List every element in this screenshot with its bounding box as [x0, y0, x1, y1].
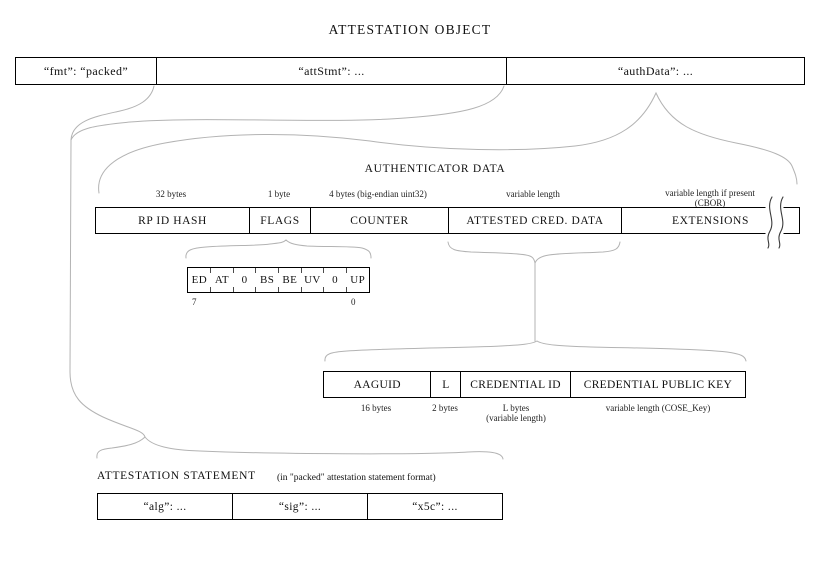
- attestation-statement-note: (in "packed" attestation statement forma…: [277, 473, 436, 483]
- attestation-object-row: “fmt”: “packed” “attStmt”: ... “authData…: [15, 57, 805, 85]
- cell-x5c: “x5c”: ...: [367, 494, 502, 519]
- brace-authdata: [98, 91, 798, 194]
- cell-fmt: “fmt”: “packed”: [43, 63, 129, 78]
- attestation-statement-row: “alg”: ... “sig”: ... “x5c”: ...: [97, 493, 503, 520]
- authenticator-data-row: RP ID HASH FLAGS COUNTER ATTESTED CRED. …: [95, 207, 800, 234]
- cell-sig: “sig”: ...: [232, 494, 367, 519]
- cell-aaguid: AAGUID: [353, 378, 401, 391]
- bit-up: UP: [345, 268, 369, 292]
- diagram-title: ATTESTATION OBJECT: [328, 22, 492, 37]
- authenticator-data-heading: AUTHENTICATOR DATA: [364, 163, 506, 175]
- size-label-credential-public-key: variable length (COSE_Key): [605, 403, 711, 413]
- cell-attested-cred-data: ATTESTED CRED. DATA: [448, 208, 621, 233]
- cell-extensions: EXTENSIONS: [621, 208, 799, 233]
- flags-bit-row: ED AT 0 BS BE UV 0 UP: [187, 267, 370, 293]
- connector-attstmt-left: [69, 85, 155, 438]
- size-label-extensions: variable length if present (CBOR): [665, 188, 755, 208]
- bit-at: AT: [210, 268, 234, 292]
- bit-uv: UV: [300, 268, 324, 292]
- size-label-counter: 4 bytes (big-endian uint32): [329, 189, 427, 199]
- connector-attstmt-right: [70, 85, 505, 141]
- size-label-attestedcred: variable length: [506, 189, 560, 199]
- size-label-aaguid: 16 bytes: [360, 403, 392, 413]
- bit-ed: ED: [191, 274, 208, 286]
- cell-authdata: “authData”: ...: [506, 58, 804, 84]
- cell-counter: COUNTER: [310, 208, 448, 233]
- bit-be: BE: [278, 268, 302, 292]
- size-label-l: 2 bytes: [432, 403, 458, 413]
- attestation-statement-heading: ATTESTATION STATEMENT: [97, 470, 256, 482]
- bit-index-msb: 7: [192, 297, 197, 307]
- cell-l: L: [430, 372, 460, 397]
- size-label-flags: 1 byte: [267, 189, 291, 199]
- attested-cred-data-row: AAGUID L CREDENTIAL ID CREDENTIAL PUBLIC…: [323, 371, 746, 398]
- size-label-credential-id: L bytes (variable length): [486, 403, 546, 423]
- cell-attstmt: “attStmt”: ...: [156, 58, 506, 84]
- bit-rfu1: 0: [232, 268, 256, 292]
- cell-credential-id: CREDENTIAL ID: [460, 372, 569, 397]
- cell-rp-id-hash: RP ID HASH: [138, 214, 207, 227]
- cell-flags: FLAGS: [249, 208, 310, 233]
- bit-rfu0: 0: [323, 268, 347, 292]
- brace-flags: [185, 239, 372, 259]
- bit-index-lsb: 0: [351, 297, 356, 307]
- brace-attested-cred-under: [447, 241, 621, 265]
- bit-bs: BS: [255, 268, 279, 292]
- size-label-rpidhash: 32 bytes: [155, 189, 187, 199]
- cell-alg: “alg”: ...: [143, 500, 187, 513]
- brace-credential-row: [324, 340, 747, 362]
- cell-credential-public-key: CREDENTIAL PUBLIC KEY: [569, 372, 745, 397]
- brace-attestation-statement: [96, 436, 504, 460]
